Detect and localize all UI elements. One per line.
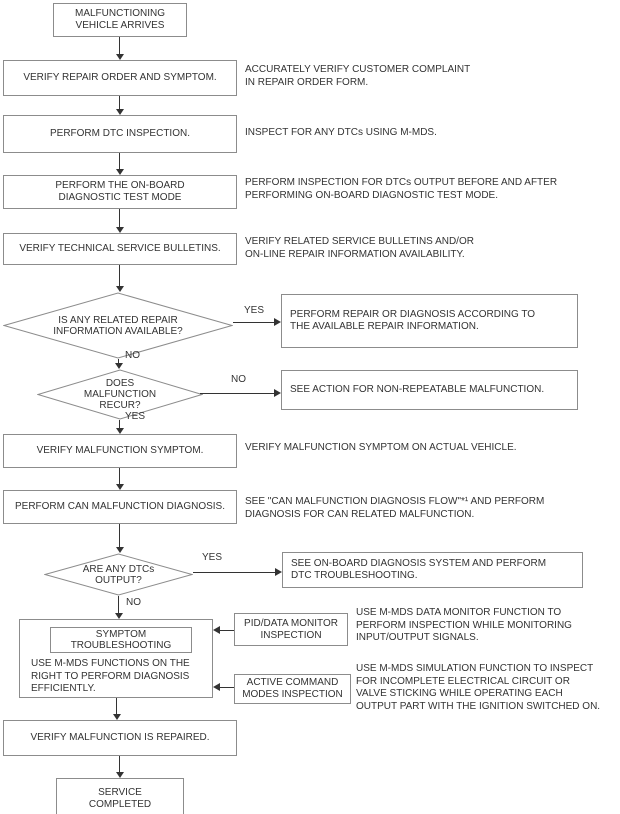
decision-recur: DOES MALFUNCTION RECUR? <box>37 369 203 420</box>
node-symptom-troubleshooting-body: USE M-MDS FUNCTIONS ON THE RIGHT TO PERF… <box>31 658 190 694</box>
node-symptom-troubleshooting-title: SYMPTOM TROUBLESHOOTING <box>50 627 192 653</box>
label-no-recur: NO <box>231 374 246 385</box>
arrow-down-icon <box>115 363 123 369</box>
diamond-shape <box>44 553 193 596</box>
node-verify-bulletins: VERIFY TECHNICAL SERVICE BULLETINS. <box>3 233 237 265</box>
node-repair-per-info: PERFORM REPAIR OR DIAGNOSIS ACCORDING TO… <box>281 294 578 348</box>
arrow-down-icon <box>116 428 124 434</box>
node-symptom-troubleshooting: SYMPTOM TROUBLESHOOTING USE M-MDS FUNCTI… <box>19 619 213 698</box>
note-verify-symptom: VERIFY MALFUNCTION SYMPTOM ON ACTUAL VEH… <box>245 442 517 453</box>
node-start: MALFUNCTIONING VEHICLE ARRIVES <box>53 3 187 37</box>
connector-decision2-symptom <box>119 420 120 428</box>
connector-symptomts-repaired <box>116 698 117 714</box>
label-yes-dtcs: YES <box>202 552 223 563</box>
label-no-repair-info: NO <box>125 350 140 361</box>
label-yes-recur: YES <box>125 411 146 422</box>
node-active-command: ACTIVE COMMAND MODES INSPECTION <box>234 674 351 704</box>
connector-decision3-symptomts <box>118 596 119 613</box>
node-non-repeatable: SEE ACTION FOR NON-REPEATABLE MALFUNCTIO… <box>281 370 578 410</box>
diamond-shape <box>3 292 233 359</box>
connector-repaired-end <box>119 756 120 772</box>
arrow-down-icon <box>116 227 124 233</box>
decision-repair-info: IS ANY RELATED REPAIR INFORMATION AVAILA… <box>3 292 233 359</box>
arrow-right-icon <box>275 568 282 576</box>
connector-decision1-decision2 <box>118 359 119 363</box>
arrow-down-icon <box>116 286 124 292</box>
note-on-board-test: PERFORM INSPECTION FOR DTCs OUTPUT BEFOR… <box>245 177 558 201</box>
node-verify-repair-order: VERIFY REPAIR ORDER AND SYMPTOM. <box>3 60 237 96</box>
label-yes-repair-info: YES <box>244 305 265 316</box>
note-pid-monitor: USE M-MDS DATA MONITOR FUNCTION TO PERFO… <box>356 607 572 643</box>
connector-verify-dtc <box>119 96 120 109</box>
label-no-dtcs: NO <box>126 597 141 608</box>
note-active-command: USE M-MDS SIMULATION FUNCTION TO INSPECT… <box>356 663 601 712</box>
note-can-diagnosis: SEE "CAN MALFUNCTION DIAGNOSIS FLOW"*¹ A… <box>245 496 545 520</box>
arrow-down-icon <box>116 547 124 553</box>
decision-dtcs: ARE ANY DTCs OUTPUT? <box>44 553 193 596</box>
arrow-down-icon <box>116 169 124 175</box>
connector-pid-to-symptomts <box>219 630 234 631</box>
arrow-down-icon <box>116 772 124 778</box>
connector-onboard-bulletins <box>119 209 120 227</box>
arrow-down-icon <box>113 714 121 720</box>
note-dtc-inspection: INSPECT FOR ANY DTCs USING M-MDS. <box>245 127 437 138</box>
connector-yes-repair-info <box>233 322 274 323</box>
connector-can-decision3 <box>119 524 120 547</box>
arrow-right-icon <box>274 318 281 326</box>
node-pid-monitor: PID/DATA MONITOR INSPECTION <box>234 613 348 646</box>
node-end: SERVICE COMPLETED <box>56 778 184 814</box>
arrow-down-icon <box>116 484 124 490</box>
arrow-down-icon <box>116 54 124 60</box>
decision-recur-label: DOES MALFUNCTION RECUR? <box>83 378 157 411</box>
node-on-board-test: PERFORM THE ON-BOARD DIAGNOSTIC TEST MOD… <box>3 175 237 209</box>
decision-dtcs-label: ARE ANY DTCs OUTPUT? <box>82 563 155 586</box>
arrow-down-icon <box>115 613 123 619</box>
connector-dtc-onboard <box>119 153 120 169</box>
note-bulletins: VERIFY RELATED SERVICE BULLETINS AND/OR … <box>245 236 474 260</box>
connector-yes-dtcs <box>193 572 275 573</box>
arrow-left-icon <box>213 626 220 634</box>
node-verify-symptom: VERIFY MALFUNCTION SYMPTOM. <box>3 434 237 468</box>
connector-start-verify <box>119 37 120 54</box>
note-repair-order: ACCURATELY VERIFY CUSTOMER COMPLAINT IN … <box>245 64 471 88</box>
connector-acm-to-symptomts <box>219 687 234 688</box>
diamond-shape <box>37 369 203 420</box>
arrow-right-icon <box>274 389 281 397</box>
connector-no-recur <box>200 393 274 394</box>
node-dtc-troubleshooting: SEE ON-BOARD DIAGNOSIS SYSTEM AND PERFOR… <box>282 552 583 588</box>
node-perform-dtc-inspection: PERFORM DTC INSPECTION. <box>3 115 237 153</box>
connector-symptom-can <box>119 468 120 484</box>
decision-repair-info-label: IS ANY RELATED REPAIR INFORMATION AVAILA… <box>53 314 183 337</box>
node-verify-repaired: VERIFY MALFUNCTION IS REPAIRED. <box>3 720 237 756</box>
arrow-down-icon <box>116 109 124 115</box>
arrow-left-icon <box>213 683 220 691</box>
connector-bulletins-decision1 <box>119 265 120 286</box>
node-can-diagnosis: PERFORM CAN MALFUNCTION DIAGNOSIS. <box>3 490 237 524</box>
